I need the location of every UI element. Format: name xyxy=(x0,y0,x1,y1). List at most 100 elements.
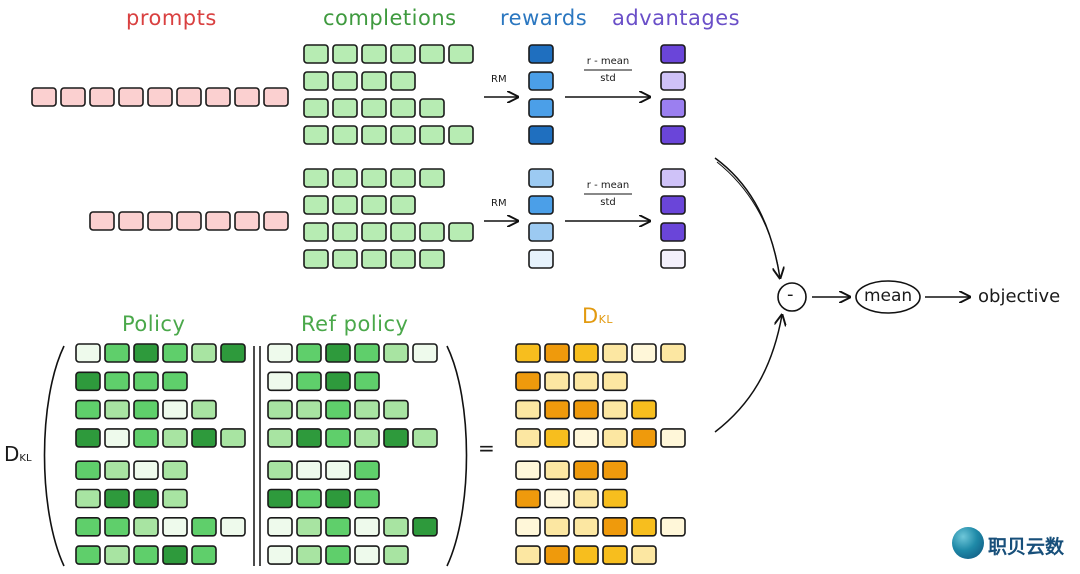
dkl-token xyxy=(515,460,541,481)
dkl-token xyxy=(660,516,686,537)
dkl-token xyxy=(660,428,686,448)
policy-token xyxy=(220,343,246,363)
prompt-token xyxy=(147,87,173,107)
completion-token xyxy=(361,168,387,188)
completion-token xyxy=(390,44,416,64)
completion-token xyxy=(390,222,416,242)
reward-cell xyxy=(528,168,554,188)
ref-policy-token xyxy=(383,428,409,448)
completion-token xyxy=(448,222,474,242)
completion-token xyxy=(419,98,445,118)
reward-cell xyxy=(528,222,554,242)
rm-label-2: RM xyxy=(491,198,507,209)
reward-cell xyxy=(528,98,554,118)
ref-policy-token xyxy=(325,460,351,481)
prompt-token xyxy=(176,211,202,231)
ref-policy-token xyxy=(325,371,351,392)
ref-policy-token xyxy=(354,371,380,392)
ref-policy-token xyxy=(296,343,322,363)
policy-token xyxy=(133,343,159,363)
ref-policy-token xyxy=(267,460,293,481)
ref-policy-token xyxy=(296,460,322,481)
advantage-cell xyxy=(660,195,686,215)
policy-token xyxy=(133,399,159,420)
completion-token xyxy=(332,195,358,215)
dkl-token xyxy=(573,343,599,363)
ref-policy-token xyxy=(296,488,322,509)
ref-policy-token xyxy=(267,428,293,448)
advantage-to-minus-arrow-sketch xyxy=(716,161,780,273)
ref-policy-token xyxy=(296,545,322,565)
ref-policy-token xyxy=(383,516,409,537)
dkl-token xyxy=(602,371,628,392)
dkl-token xyxy=(544,371,570,392)
completion-token xyxy=(303,125,329,145)
prompt-token xyxy=(176,87,202,107)
dkl-token xyxy=(602,428,628,448)
dkl-token xyxy=(602,399,628,420)
policy-token xyxy=(75,516,101,537)
r-mean-label-1: r - mean xyxy=(586,56,630,67)
ref-policy-token xyxy=(296,428,322,448)
completion-token xyxy=(332,125,358,145)
ref-policy-token xyxy=(354,516,380,537)
prompt-token xyxy=(205,87,231,107)
dkl-token xyxy=(573,516,599,537)
rewards-header: rewards xyxy=(500,6,588,30)
dkl-token xyxy=(573,488,599,509)
policy-token xyxy=(191,399,217,420)
dkl-token xyxy=(515,371,541,392)
mean-label: mean xyxy=(864,286,913,306)
completion-token xyxy=(419,222,445,242)
completion-token xyxy=(332,168,358,188)
rm-label-1: RM xyxy=(491,74,507,85)
policy-token xyxy=(162,516,188,537)
dkl-token xyxy=(544,516,570,537)
completion-token xyxy=(390,71,416,91)
advantage-cell xyxy=(660,98,686,118)
logo-text: 职贝云数 xyxy=(988,536,1065,558)
dkl-side-main: D xyxy=(4,442,20,466)
ref-policy-token xyxy=(325,516,351,537)
policy-token xyxy=(75,399,101,420)
policy-token xyxy=(104,545,130,565)
dkl-token xyxy=(631,516,657,537)
advantage-cell xyxy=(660,249,686,269)
policy-token xyxy=(75,545,101,565)
policy-token xyxy=(162,343,188,363)
advantage-cell xyxy=(660,125,686,145)
dkl-token xyxy=(602,343,628,363)
dkl-token xyxy=(573,428,599,448)
reward-cell xyxy=(528,125,554,145)
dkl-token xyxy=(573,460,599,481)
completion-token xyxy=(419,249,445,269)
policy-token xyxy=(75,371,101,392)
advantage-cell xyxy=(660,44,686,64)
advantage-cell xyxy=(660,168,686,188)
advantage-cell xyxy=(660,71,686,91)
dkl-token xyxy=(544,488,570,509)
std-label-2: std xyxy=(600,197,616,208)
completion-token xyxy=(419,44,445,64)
dkl-token xyxy=(602,460,628,481)
completion-token xyxy=(448,44,474,64)
completion-token xyxy=(303,71,329,91)
prompts-header: prompts xyxy=(126,6,217,30)
policy-token xyxy=(104,488,130,509)
completion-token xyxy=(303,98,329,118)
reward-cell xyxy=(528,71,554,91)
prompt-token xyxy=(89,211,115,231)
completion-token xyxy=(332,222,358,242)
policy-token xyxy=(75,488,101,509)
prompt-token xyxy=(263,211,289,231)
policy-token xyxy=(162,545,188,565)
prompt-token xyxy=(234,211,260,231)
dkl-token xyxy=(602,545,628,565)
ref-policy-token xyxy=(325,428,351,448)
policy-token xyxy=(133,460,159,481)
mean-node xyxy=(855,280,921,314)
dkl-token xyxy=(573,371,599,392)
ref-policy-token xyxy=(412,516,438,537)
dkl-token xyxy=(602,516,628,537)
policy-token xyxy=(104,399,130,420)
